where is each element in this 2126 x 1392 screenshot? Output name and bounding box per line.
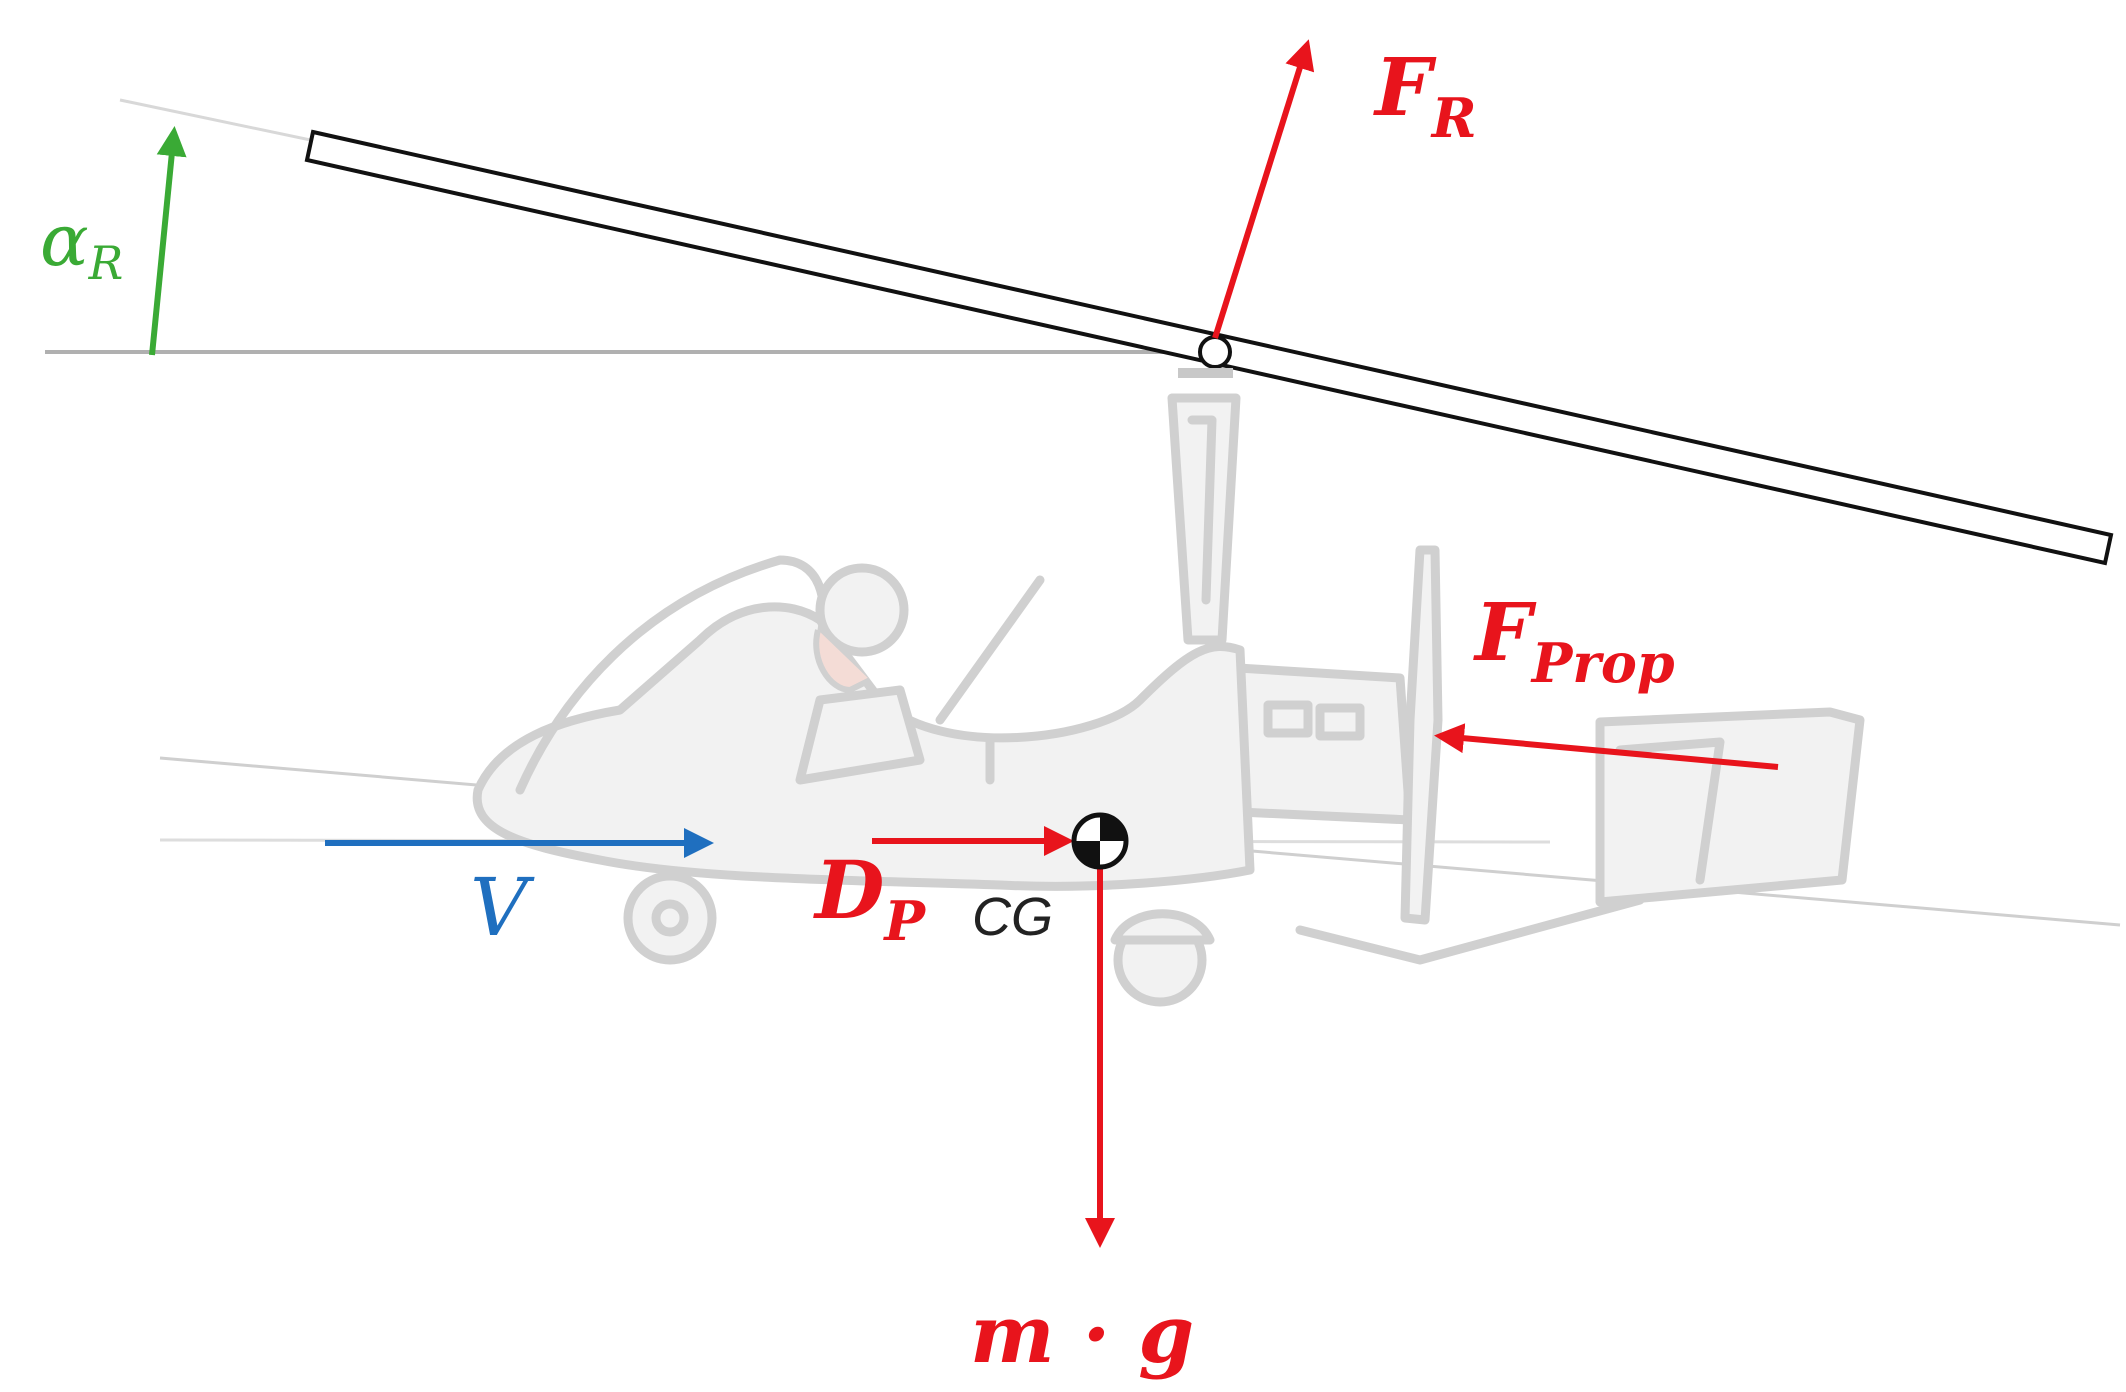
pilot-helmet xyxy=(815,563,909,657)
engine-vent-2 xyxy=(1315,703,1365,741)
weight-label: m · g xyxy=(970,1287,1194,1381)
mast-detail xyxy=(1187,415,1217,605)
pilot-body xyxy=(795,685,925,785)
tail-boom xyxy=(1295,895,1645,965)
engine-pod xyxy=(1233,663,1415,825)
rotor-force-arrow xyxy=(1212,39,1315,339)
rotor-plane-extension xyxy=(119,98,321,144)
rotor-force-label: FR xyxy=(1373,40,1477,150)
prop-force-arrow xyxy=(1434,723,1779,770)
wheel-fairing xyxy=(1110,909,1215,945)
gyroplane-silhouette xyxy=(472,393,1865,1007)
rotor-mast xyxy=(1167,393,1241,645)
tail-fin xyxy=(1595,707,1865,907)
alpha-label: αR xyxy=(40,198,123,290)
propeller xyxy=(1400,545,1443,925)
rotor-head-plate xyxy=(1178,368,1233,378)
alpha-arrow xyxy=(149,126,187,356)
rotor-hub xyxy=(1198,335,1232,369)
velocity-label: V xyxy=(470,861,535,954)
nose-wheel-hub xyxy=(651,899,689,937)
canopy-strut xyxy=(935,575,1045,725)
cg-symbol xyxy=(1071,812,1129,870)
drag-label: DP xyxy=(813,843,926,953)
tail-fin-inner xyxy=(1615,737,1725,885)
prop-force-label: FProp xyxy=(1473,585,1675,695)
cg-label: CG xyxy=(972,887,1053,947)
pilot-face xyxy=(813,629,872,694)
engine-vent-1 xyxy=(1263,700,1313,738)
